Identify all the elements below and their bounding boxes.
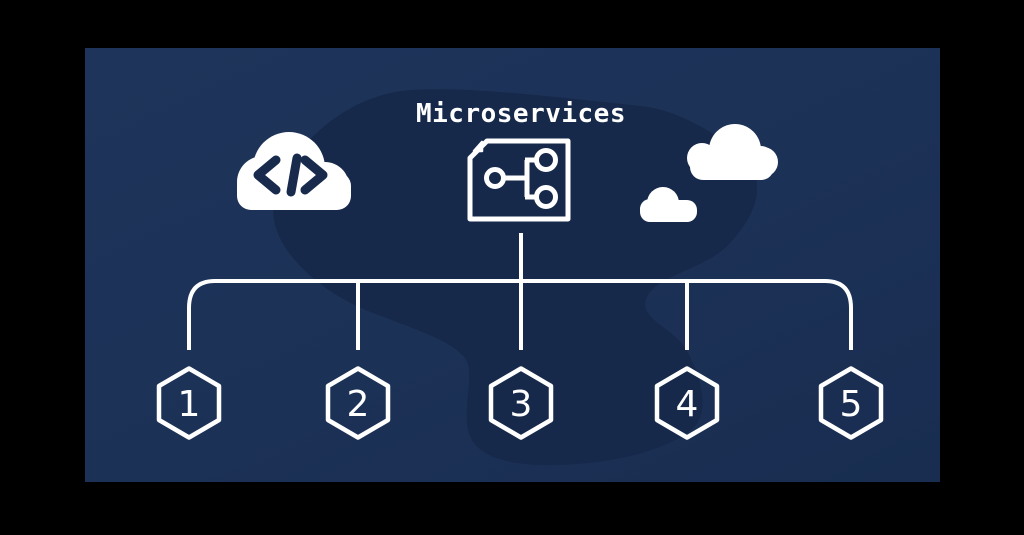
document-tree-icon <box>467 138 571 222</box>
hexagon-node-2: 2 <box>325 366 391 440</box>
service-number: 3 <box>510 384 533 425</box>
code-glyph-icon <box>253 153 328 197</box>
hexagon-node-3: 3 <box>488 366 554 440</box>
hexagon-node-5: 5 <box>818 366 884 440</box>
code-cloud-icon <box>237 132 351 210</box>
service-number: 5 <box>840 384 863 425</box>
service-number: 4 <box>676 384 699 425</box>
diagram-canvas: Microservices <box>156 89 884 466</box>
service-number: 2 <box>347 384 370 425</box>
connector-tree <box>187 233 853 350</box>
background-blob <box>273 89 758 466</box>
page-title: Microservices <box>416 99 626 129</box>
hexagon-node-1: 1 <box>156 366 222 440</box>
hexagon-node-4: 4 <box>654 366 720 440</box>
diagram-panel: Microservices <box>85 48 940 482</box>
cloud-large-icon <box>687 124 778 180</box>
folded-corner <box>472 140 484 153</box>
hexagon-nodes: 1 2 3 4 5 <box>156 366 884 440</box>
service-number: 1 <box>178 384 201 425</box>
cloud-small-icon <box>640 187 697 222</box>
